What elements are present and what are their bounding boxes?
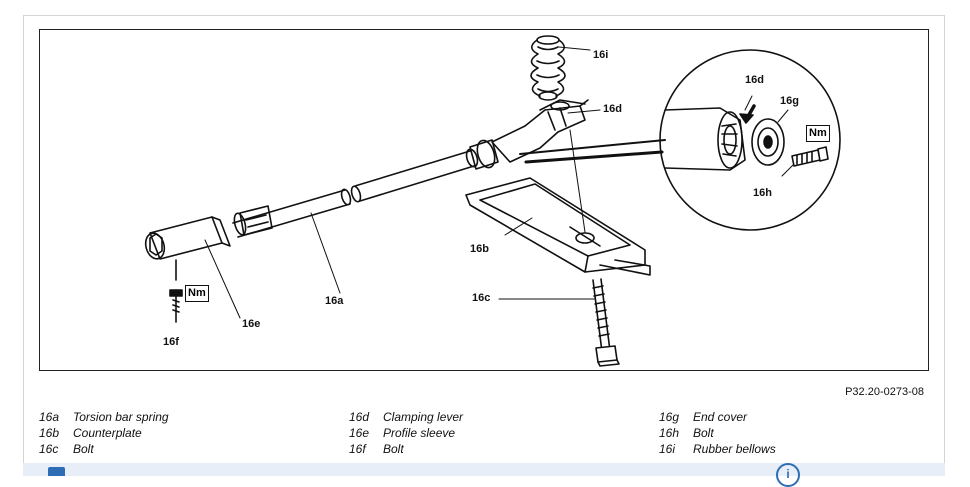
diagram-drawing [144,35,841,367]
legend-code: 16c [39,442,59,456]
rod-clamp-collar [469,139,499,170]
label-16i: 16i [593,49,609,61]
rubber-bellows [530,35,566,101]
exploded-diagram: 16i 16d 16d 16g 16h 16b 16c 16a 16e 16f … [39,29,929,371]
legend-code: 16e [349,426,370,440]
legend-item: 16g End cover [659,409,776,425]
rod-spline-end [233,205,273,236]
legend-code: 16f [349,442,366,456]
legend-item: 16c Bolt [39,441,169,457]
label-16a: 16a [325,295,344,307]
bolt-16c [592,278,620,367]
legend-code: 16i [659,442,676,456]
legend-item: 16a Torsion bar spring [39,409,169,425]
bottom-toolbar [23,463,945,476]
legend-item: 16b Counterplate [39,425,169,441]
legend-column-1: 16a Torsion bar spring 16b Counterplate 16… [39,409,169,457]
info-icon[interactable]: i [776,463,800,487]
profile-sleeve [144,216,231,260]
legend-code: 16d [349,410,370,424]
label-16h: 16h [753,187,772,199]
label-16b: 16b [470,243,489,255]
legend-column-2: 16d Clamping lever 16e Profile sleeve 16f B… [349,409,463,457]
torque-badge-16h: Nm [806,125,830,142]
legend-text: Clamping lever [383,410,464,424]
torsion-bar-rod [232,148,479,238]
legend-text: Profile sleeve [383,426,456,440]
legend-text: End cover [693,410,748,424]
legend-item: 16h Bolt [659,425,776,441]
bookmark-icon[interactable] [48,467,65,476]
figure-reference: P32.20-0273-08 [845,386,924,398]
legend-item: 16d Clamping lever [349,409,463,425]
torque-badge-16f: Nm [185,285,209,302]
label-16d-main: 16d [603,103,622,115]
legend-text: Bolt [693,426,714,440]
legend-code: 16h [659,426,680,440]
label-16d-detail: 16d [745,74,764,86]
label-16f: 16f [163,336,179,348]
label-16g: 16g [780,95,799,107]
legend-text: Rubber bellows [693,442,776,456]
legend-column-3: 16g End cover 16h Bolt 16i Rubber bellows [659,409,776,457]
legend-code: 16g [659,410,680,424]
label-16e: 16e [242,318,261,330]
legend-item: 16i Rubber bellows [659,441,776,457]
legend-text: Counterplate [73,426,142,440]
legend-item: 16f Bolt [349,441,463,457]
legend-text: Bolt [383,442,404,456]
label-16c: 16c [472,292,491,304]
legend-code: 16a [39,410,60,424]
clamping-lever [491,99,589,163]
legend-text: Torsion bar spring [73,410,169,424]
detail-view [664,104,829,171]
legend-item: 16e Profile sleeve [349,425,463,441]
legend-code: 16b [39,426,60,440]
legend-text: Bolt [73,442,94,456]
bolt-16f [169,259,183,323]
counterplate [465,177,651,276]
